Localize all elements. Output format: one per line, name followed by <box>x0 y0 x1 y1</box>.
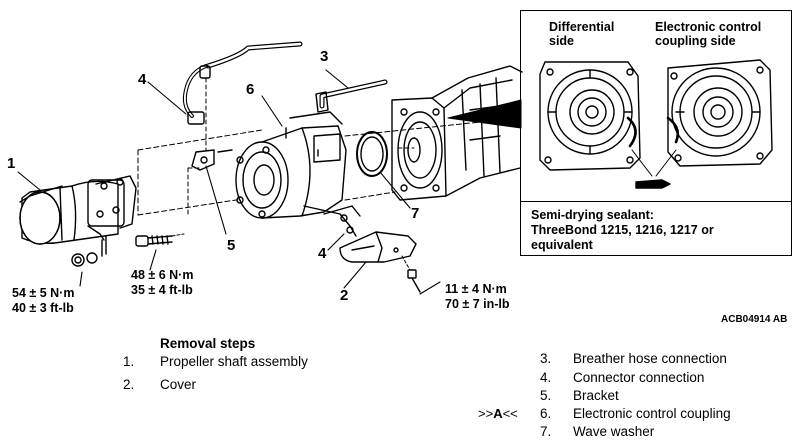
shaft-nut <box>71 235 107 267</box>
part-label-4-bottom: 4 <box>318 245 327 262</box>
removal-steps-title: Removal steps <box>160 336 256 351</box>
cover <box>339 231 421 293</box>
step-number: 6. <box>540 406 552 421</box>
inset-divider <box>521 201 791 202</box>
step-number: 3. <box>540 351 552 366</box>
torque-nm: 48 ± 6 N·m <box>131 268 194 282</box>
sealant-title: Semi-drying sealant: <box>531 208 654 222</box>
leader-lines <box>17 69 441 295</box>
inset-heading-differential-side: Differential side <box>549 20 615 48</box>
torque-nm: 54 ± 5 N·m <box>12 286 75 300</box>
electronic-control-coupling <box>235 111 361 237</box>
torque-spec-shaft: 54 ± 5 N·m 40 ± 3 ft-lb <box>12 286 74 316</box>
removal-step: 7. Wave washer <box>540 424 790 440</box>
sealant-tube-icon <box>631 149 677 189</box>
step-text: Bracket <box>573 388 619 403</box>
step-number: 5. <box>540 388 552 403</box>
torque-nm: 11 ± 4 N·m <box>445 282 507 296</box>
breather-hose <box>315 79 388 113</box>
part-label-2: 2 <box>340 287 349 304</box>
torque-ftlb: 40 ± 3 ft-lb <box>12 301 74 315</box>
step-text: Wave washer <box>573 424 655 439</box>
sealant-inset-panel: Differential side Electronic control cou… <box>520 10 792 256</box>
differential-housing <box>391 65 523 201</box>
marker-suffix: << <box>502 406 518 421</box>
step-text: Electronic control coupling <box>573 406 731 421</box>
connector-hose <box>182 41 303 151</box>
figure-code: ACB04914 AB <box>721 314 788 325</box>
torque-spec-bolt: 48 ± 6 N·m 35 ± 4 ft-lb <box>131 268 193 298</box>
inset-callout-pointer <box>447 99 522 129</box>
part-label-4-top: 4 <box>138 71 147 88</box>
sealant-spec: Semi-drying sealant: ThreeBond 1215, 121… <box>531 208 786 253</box>
inset-coupling-face <box>666 59 773 167</box>
step-text: Cover <box>160 377 197 392</box>
step-text: Propeller shaft assembly <box>160 354 308 369</box>
part-label-1: 1 <box>7 155 16 172</box>
propeller-shaft-assembly <box>19 175 137 245</box>
marker-letter: A <box>493 406 503 421</box>
wave-washer <box>356 131 388 177</box>
part-label-3: 3 <box>320 48 329 65</box>
step-number: 2. <box>123 377 135 392</box>
part-label-6: 6 <box>246 81 255 98</box>
removal-step: 2. Cover <box>123 377 343 393</box>
step-text: Connector connection <box>573 370 705 385</box>
step-number: 1. <box>123 354 135 369</box>
flange-bolt <box>135 233 185 247</box>
removal-step: 6. Electronic control coupling <box>540 406 790 422</box>
inset-differential-face <box>539 61 641 171</box>
removal-step: 3. Breather hose connection <box>540 351 790 367</box>
removal-step: 1. Propeller shaft assembly <box>123 354 343 370</box>
removal-step: 5. Bracket <box>540 388 790 404</box>
inset-heading-coupling-side: Electronic control coupling side <box>655 20 762 48</box>
step-number: 4. <box>540 370 552 385</box>
torque-ftlb: 35 ± 4 ft-lb <box>131 283 193 297</box>
step-text: Breather hose connection <box>573 351 727 366</box>
removal-step: 4. Connector connection <box>540 370 790 386</box>
torque-spec-cover: 11 ± 4 N·m 70 ± 7 in-lb <box>445 282 510 312</box>
sealant-body: ThreeBond 1215, 1216, 1217 or equivalent <box>531 223 714 252</box>
marker-prefix: >> <box>478 406 494 421</box>
service-point-marker: >>A<< <box>478 406 518 421</box>
step-number: 7. <box>540 424 552 439</box>
torque-inlb: 70 ± 7 in-lb <box>445 297 510 311</box>
part-label-5: 5 <box>227 237 236 254</box>
bracket <box>187 149 233 215</box>
part-label-7: 7 <box>411 205 420 222</box>
